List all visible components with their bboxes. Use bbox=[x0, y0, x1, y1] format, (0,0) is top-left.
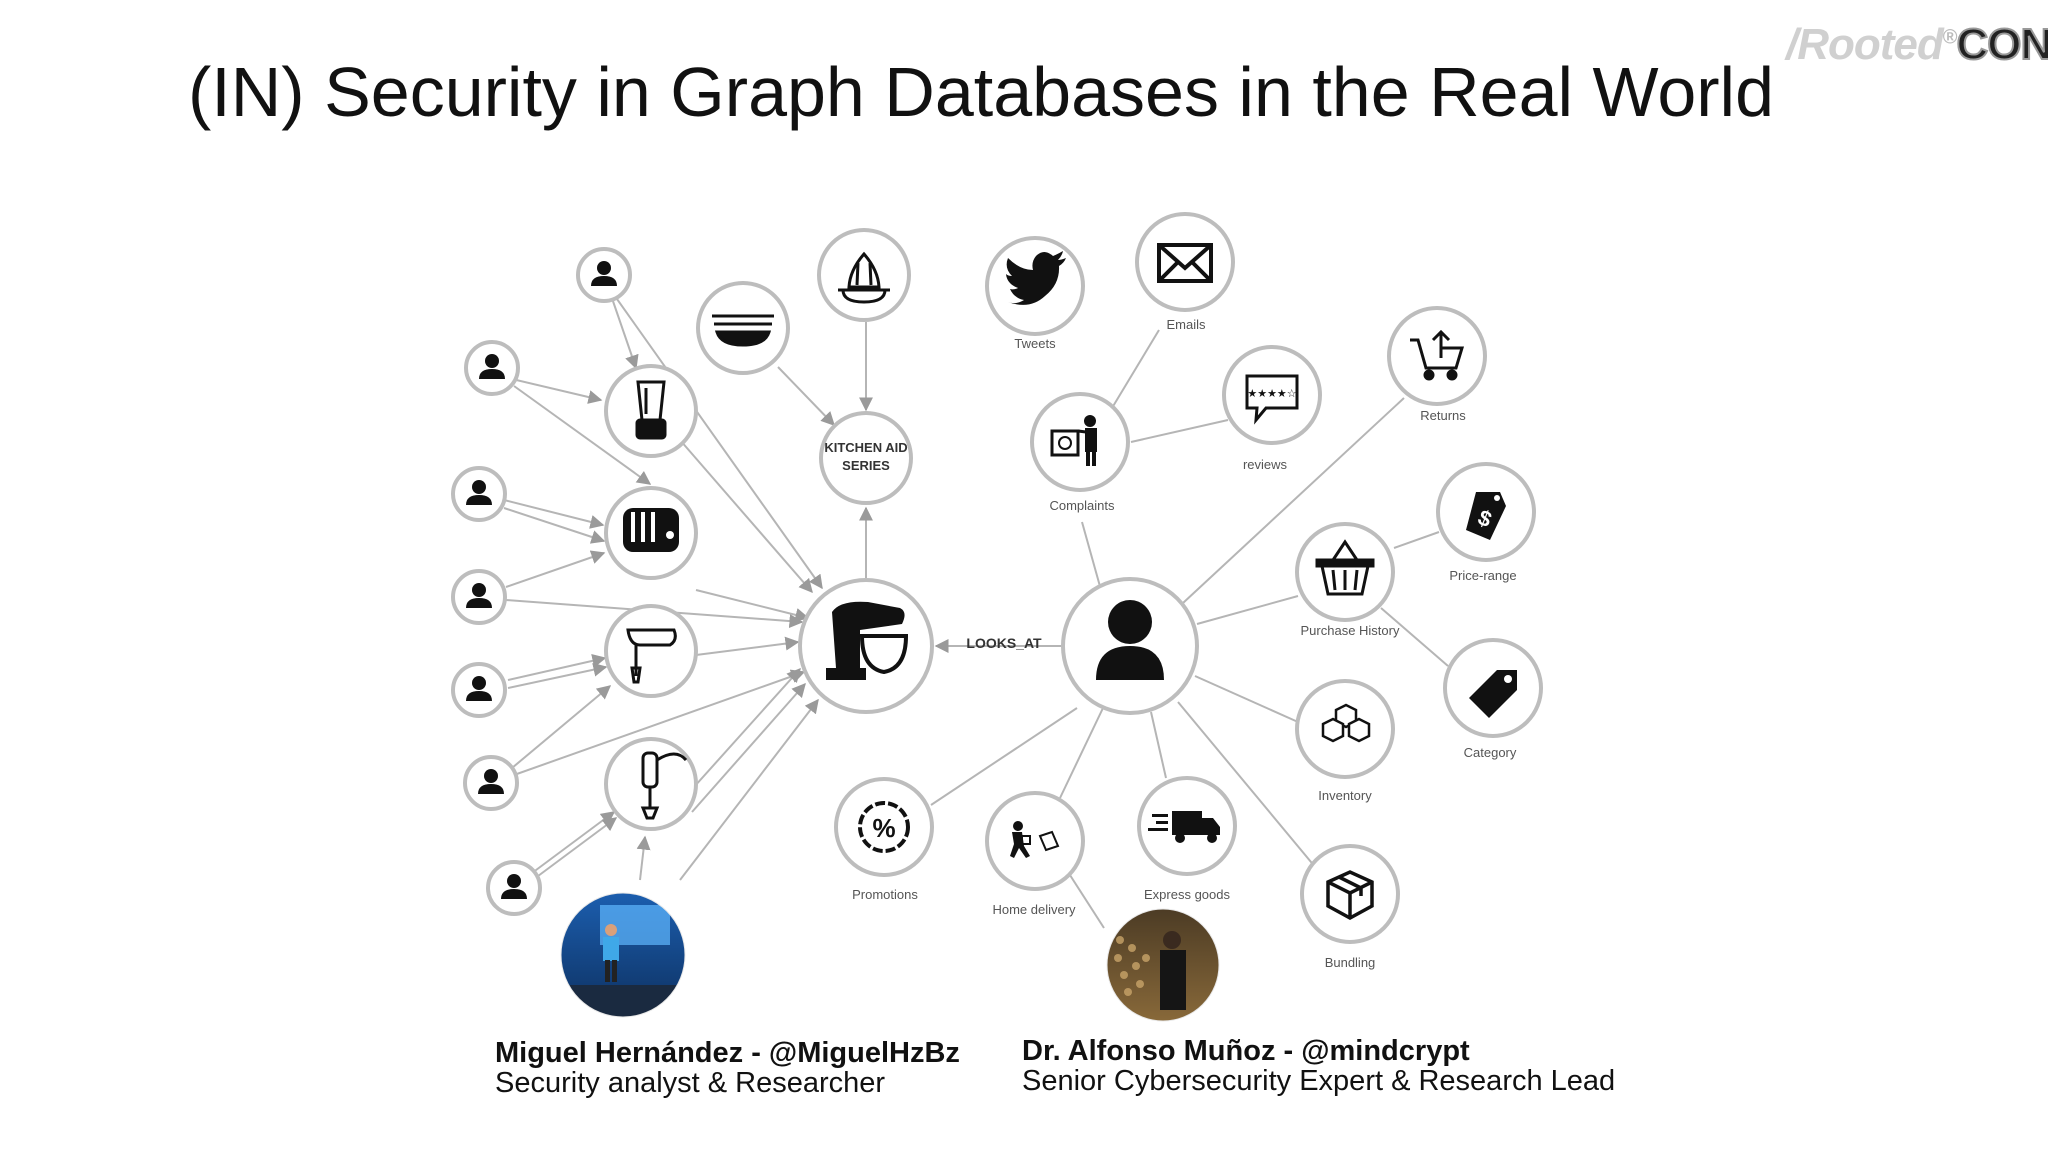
node-labels: Tweets Emails reviews Complaints Returns… bbox=[852, 317, 1517, 970]
bundling-node bbox=[1300, 844, 1400, 944]
home-delivery-node bbox=[985, 791, 1085, 891]
slide-title: (IN) Security in Graph Databases in the … bbox=[188, 53, 1775, 131]
cookware-node bbox=[696, 281, 790, 375]
label-returns: Returns bbox=[1420, 408, 1466, 423]
kitchen-aid-node: KITCHEN AID SERIES bbox=[819, 411, 913, 505]
cookware-icon bbox=[712, 314, 774, 347]
label-promotions: Promotions bbox=[852, 887, 918, 902]
person-node bbox=[486, 860, 542, 916]
speaker-credit-1: Miguel Hernández - @MiguelHzBz Security … bbox=[495, 1038, 960, 1098]
purchase-history-node bbox=[1295, 522, 1395, 622]
svg-text:%: % bbox=[872, 813, 895, 843]
inventory-node bbox=[1295, 679, 1395, 779]
customer-center-node bbox=[1061, 577, 1199, 715]
label-emails: Emails bbox=[1166, 317, 1206, 332]
mixer-node bbox=[604, 604, 698, 698]
label-home-delivery: Home delivery bbox=[992, 902, 1076, 917]
category-node bbox=[1443, 638, 1543, 738]
hand-mixer-icon bbox=[626, 628, 677, 684]
label-inventory: Inventory bbox=[1318, 788, 1372, 803]
person-node bbox=[451, 569, 507, 625]
speaker-photo-1 bbox=[561, 893, 685, 1017]
speaker-role: Security analyst & Researcher bbox=[495, 1067, 886, 1099]
complaint-icon bbox=[1050, 415, 1097, 466]
edges-left bbox=[503, 274, 1063, 883]
person-node bbox=[451, 662, 507, 718]
review-bubble-icon: ★★★★☆ bbox=[1245, 374, 1299, 425]
svg-text:★★★★☆: ★★★★☆ bbox=[1247, 387, 1296, 400]
speaker-credit-2: Dr. Alfonso Muñoz - @mindcrypt Senior Cy… bbox=[1022, 1036, 1615, 1096]
label-category: Category bbox=[1464, 745, 1517, 760]
stand-mixer-node bbox=[798, 578, 934, 714]
toaster-node bbox=[604, 486, 698, 580]
rootedcon-logo: /Rooted®CON bbox=[1786, 19, 2048, 70]
person-node bbox=[463, 755, 519, 811]
complaints-node bbox=[1030, 392, 1130, 492]
label-price-range: Price-range bbox=[1449, 568, 1516, 583]
hand-blender-node bbox=[604, 737, 698, 831]
delivery-person-icon bbox=[1010, 821, 1060, 858]
blender-icon bbox=[635, 380, 667, 440]
right-nodes: ★★★★☆ bbox=[834, 212, 1543, 944]
person-node bbox=[451, 466, 507, 522]
toaster-icon bbox=[623, 508, 679, 552]
truck-icon bbox=[1148, 811, 1220, 843]
person-node bbox=[576, 247, 632, 303]
person-icon bbox=[1096, 600, 1164, 680]
package-icon bbox=[1326, 870, 1374, 920]
stand-mixer-icon bbox=[826, 601, 909, 680]
juicer-node bbox=[817, 228, 911, 322]
juicer-icon bbox=[838, 251, 890, 304]
hand-blender-icon bbox=[640, 751, 688, 820]
appliance-nodes: KITCHEN AID SERIES bbox=[604, 228, 934, 831]
tweets-node bbox=[985, 236, 1085, 336]
kitchen-aid-label-1: KITCHEN AID bbox=[824, 440, 907, 455]
kitchen-aid-label-2: SERIES bbox=[842, 458, 890, 473]
basket-icon bbox=[1315, 539, 1375, 596]
customer-nodes bbox=[451, 247, 632, 916]
cart-return-icon bbox=[1410, 329, 1465, 381]
label-complaints: Complaints bbox=[1049, 498, 1115, 513]
edges-right bbox=[930, 329, 1449, 929]
reviews-node: ★★★★☆ bbox=[1222, 345, 1322, 445]
returns-node bbox=[1387, 306, 1487, 406]
label-purchase-history: Purchase History bbox=[1301, 623, 1400, 638]
price-range-node: $ bbox=[1436, 462, 1536, 562]
speaker-name: Dr. Alfonso Muñoz - @mindcrypt bbox=[1022, 1035, 1470, 1067]
speaker-role: Senior Cybersecurity Expert & Research L… bbox=[1022, 1065, 1616, 1097]
person-node bbox=[464, 340, 520, 396]
discount-badge-icon: % bbox=[858, 801, 910, 853]
envelope-icon bbox=[1157, 243, 1213, 283]
label-tweets: Tweets bbox=[1014, 336, 1056, 351]
label-reviews: reviews bbox=[1243, 457, 1288, 472]
price-tag-icon: $ bbox=[1466, 492, 1506, 540]
speaker-photo-2 bbox=[1107, 909, 1219, 1021]
emails-node bbox=[1135, 212, 1235, 312]
express-goods-node bbox=[1137, 776, 1237, 876]
promotions-node: % bbox=[834, 777, 934, 877]
twitter-icon bbox=[1006, 251, 1066, 305]
label-bundling: Bundling bbox=[1325, 955, 1376, 970]
looks-at-edge-label: LOOKS_AT bbox=[966, 635, 1042, 651]
label-express-goods: Express goods bbox=[1144, 887, 1230, 902]
blender-node bbox=[604, 364, 698, 458]
speaker-name: Miguel Hernández - @MiguelHzBz bbox=[495, 1037, 960, 1069]
boxes-icon bbox=[1321, 703, 1371, 743]
tag-icon bbox=[1469, 670, 1517, 718]
